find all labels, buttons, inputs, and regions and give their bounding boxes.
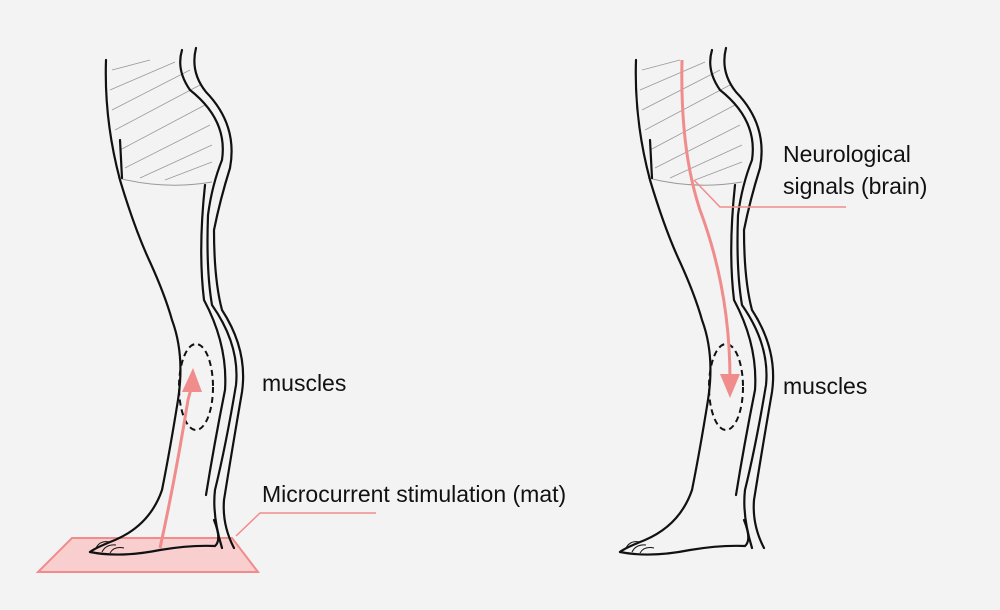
muscles-label-right: muscles (783, 373, 868, 399)
signal-label-line1: Neurological (783, 141, 911, 167)
right-leg (618, 46, 775, 556)
signal-label-line2: signals (brain) (783, 173, 928, 199)
muscles-label-left: muscles (262, 370, 347, 396)
downward-arrow (680, 59, 732, 381)
stimulation-mat (35, 537, 261, 573)
signal-leader-line (693, 179, 846, 208)
arrow-head-up (182, 368, 202, 392)
mat-label: Microcurrent stimulation (mat) (262, 481, 567, 507)
upward-arrow (158, 384, 194, 549)
left-leg (88, 46, 245, 556)
arrow-head-down (720, 374, 740, 398)
mat-leader-line (235, 512, 376, 537)
